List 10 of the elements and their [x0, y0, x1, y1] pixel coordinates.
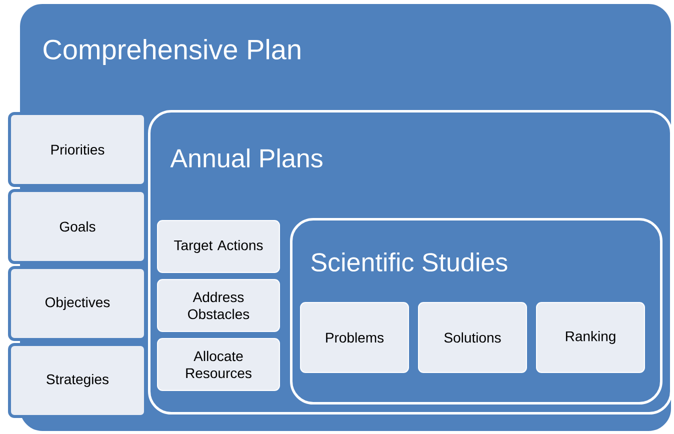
label-box: Problems — [300, 302, 409, 373]
label-box: Address Obstacles — [157, 279, 280, 332]
label-box: Strategies — [8, 343, 147, 418]
label-box: Target Actions — [157, 220, 280, 273]
label-box: Objectives — [8, 266, 147, 341]
label-box: Goals — [8, 189, 147, 264]
label-box: Solutions — [418, 302, 527, 373]
label-box: Priorities — [8, 112, 147, 187]
label-box: Allocate Resources — [157, 338, 280, 391]
label-box: Ranking — [536, 302, 645, 373]
